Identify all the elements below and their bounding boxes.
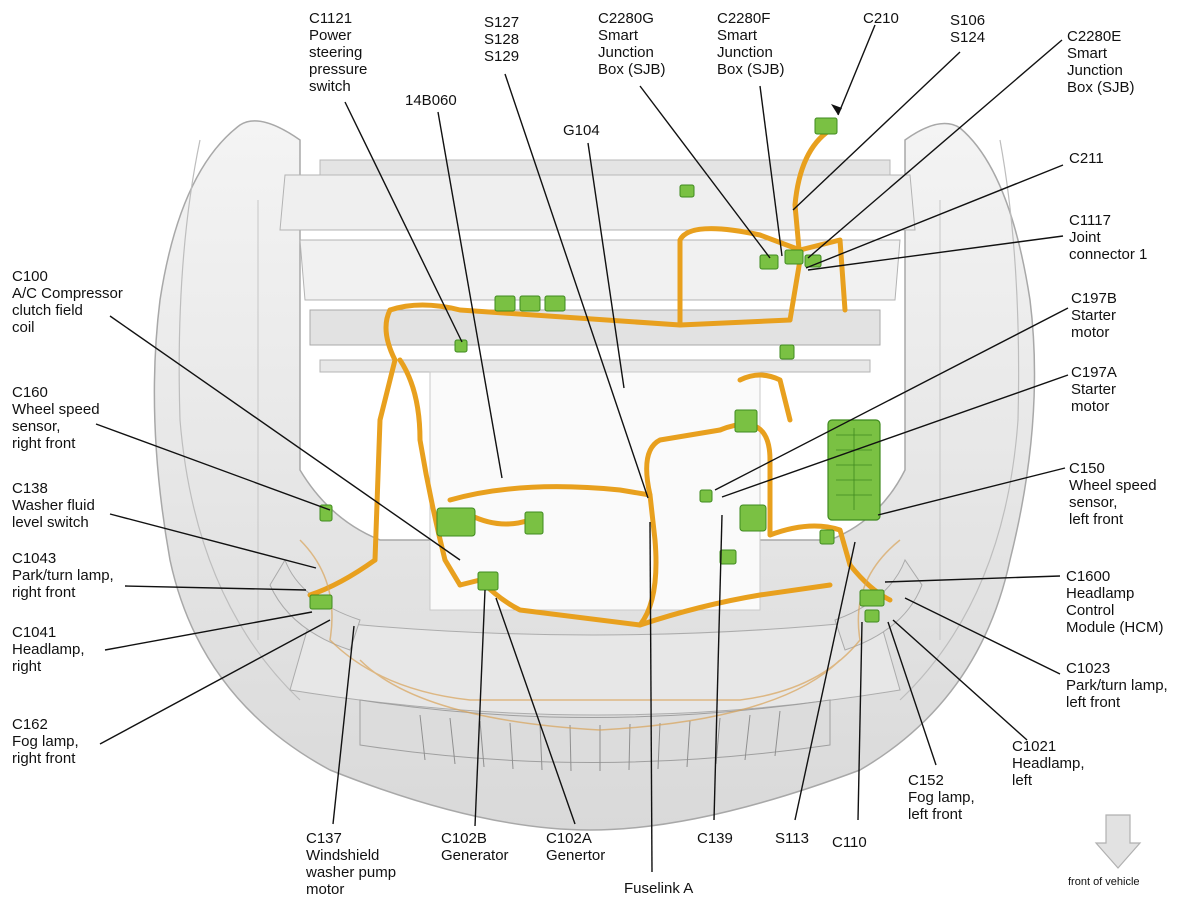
leader-c211 xyxy=(805,164,1064,269)
vehicle-body xyxy=(153,120,1036,831)
label-c139: C139 xyxy=(697,830,733,847)
label-c137: C137 Windshield washer pump motor xyxy=(306,830,397,898)
leader-c1041 xyxy=(104,611,313,651)
label-c100: C100 A/C Compressor clutch field coil xyxy=(12,268,123,336)
leader-c160 xyxy=(95,423,331,511)
leader-c110 xyxy=(857,621,863,821)
front-of-vehicle-arrow-icon xyxy=(1094,814,1142,869)
label-c138: C138 Washer fluid level switch xyxy=(12,480,95,531)
label-c102b: C102B Generator xyxy=(441,830,509,864)
leader-c1023 xyxy=(904,597,1061,675)
label-c152: C152 Fog lamp, left front xyxy=(908,772,975,823)
label-c150: C150 Wheel speed sensor, left front xyxy=(1069,460,1157,528)
label-c1600: C1600 Headlamp Control Module (HCM) xyxy=(1066,568,1164,636)
label-c162: C162 Fog lamp, right front xyxy=(12,716,79,767)
leader-s127 xyxy=(504,73,649,499)
leader-c1021 xyxy=(892,619,1028,741)
label-c110: C110 xyxy=(832,834,867,851)
label-c1023: C1023 Park/turn lamp, left front xyxy=(1066,660,1168,711)
leader-c102a xyxy=(495,597,576,825)
leader-g104 xyxy=(587,142,625,389)
label-c197b: C197B Starter motor xyxy=(1071,290,1117,341)
leader-s106 xyxy=(792,51,961,211)
label-c210: C210 xyxy=(863,10,899,27)
label-c102a: C102A Genertor xyxy=(546,830,606,864)
leader-c102b xyxy=(474,589,486,827)
leader-fuselink xyxy=(649,521,653,873)
label-c1121: C1121 Power steering pressure switch xyxy=(309,10,368,95)
leader-c1117 xyxy=(807,235,1064,271)
leader-c210 xyxy=(837,24,876,116)
leader-c2280e xyxy=(807,39,1063,259)
label-c2280f: C2280F Smart Junction Box (SJB) xyxy=(717,10,785,78)
leader-c1600 xyxy=(884,575,1061,583)
label-c1041: C1041 Headlamp, right xyxy=(12,624,85,675)
label-c1021: C1021 Headlamp, left xyxy=(1012,738,1085,789)
leader-c2280g xyxy=(639,85,771,259)
connectors xyxy=(309,117,885,623)
label-c197a: C197A Starter motor xyxy=(1071,364,1117,415)
leader-c162 xyxy=(99,619,331,745)
leader-14b060 xyxy=(437,111,503,479)
smart-junction-box xyxy=(827,419,881,521)
label-fuselink-a: Fuselink A xyxy=(624,880,694,897)
leader-c138 xyxy=(109,513,317,569)
label-c160: C160 Wheel speed sensor, right front xyxy=(12,384,100,452)
leader-s113 xyxy=(794,541,856,821)
leader-c197b xyxy=(714,307,1069,491)
label-14b060: 14B060 xyxy=(405,92,457,109)
label-front-of-vehicle: front of vehicle xyxy=(1068,876,1140,888)
leader-lines xyxy=(95,24,1069,873)
label-g104: G104 xyxy=(563,122,600,139)
leader-c1043 xyxy=(124,585,307,591)
label-c2280g: C2280G Smart Junction Box (SJB) xyxy=(598,10,666,78)
leader-c2280f xyxy=(759,85,783,257)
label-c1043: C1043 Park/turn lamp, right front xyxy=(12,550,114,601)
leader-arrowheads xyxy=(831,104,842,115)
label-c211: C211 xyxy=(1069,150,1104,167)
leader-c150 xyxy=(877,467,1066,516)
label-c2280e: C2280E Smart Junction Box (SJB) xyxy=(1067,28,1135,96)
label-c1117: C1117 Joint connector 1 xyxy=(1069,212,1148,263)
label-s127-s128-s129: S127 S128 S129 xyxy=(484,14,520,65)
leader-c1121 xyxy=(344,101,463,343)
leader-c197a xyxy=(721,374,1069,498)
leader-c139 xyxy=(713,514,723,821)
leader-c137 xyxy=(332,625,355,825)
label-s113: S113 xyxy=(775,830,809,847)
leader-c100 xyxy=(109,315,461,561)
wiring-harness-thin xyxy=(299,539,901,731)
leader-c152 xyxy=(887,621,937,766)
label-s106-s124: S106 S124 xyxy=(950,12,986,46)
